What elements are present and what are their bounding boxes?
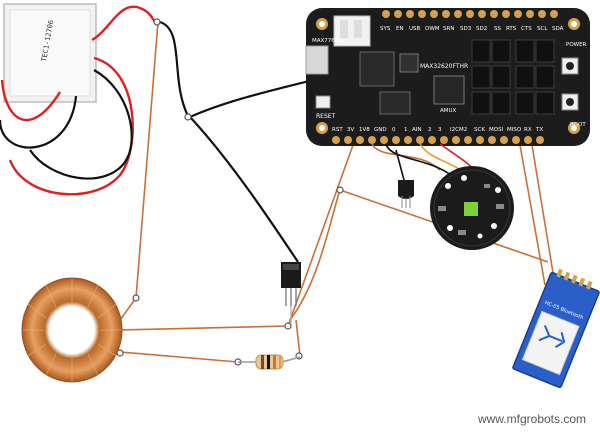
pin-label-usb: USB: [409, 26, 421, 32]
chip-label-max32620: MAX32620FTHR: [420, 63, 468, 70]
pin-label-cts: CTS: [521, 26, 532, 32]
pin-label-1: 1: [404, 127, 408, 133]
power-label: POWER: [566, 42, 587, 48]
peltier-red-wire: [0, 5, 156, 196]
temperature-sensor: [398, 180, 414, 208]
pin-label-owm: OWM: [425, 26, 440, 32]
pin-label-gnd: GND: [374, 127, 387, 133]
pin-label-ss: SS: [494, 26, 501, 32]
top-header-pins: [382, 10, 558, 18]
pin-label-3: 3: [438, 127, 442, 133]
pin-label-sda: SDA: [552, 26, 564, 32]
bottom-header-pins: [332, 136, 544, 144]
pin-label-0: 0: [392, 127, 396, 133]
pin-label-2: 2: [428, 127, 432, 133]
watermark: www.mfgrobots.com: [477, 412, 586, 426]
pin-label-miso: MISO: [507, 127, 522, 133]
pin-label-1v8: 1V8: [359, 127, 370, 133]
resistor: [238, 354, 301, 370]
pulse-sensor: [430, 166, 514, 250]
pin-label-sd3: SD3: [460, 26, 472, 32]
pin-label-en: EN: [396, 26, 404, 32]
pin-label-i2cm2: I2CM2: [450, 127, 467, 133]
amux-label: AMUX: [440, 108, 457, 114]
pin-label-sys: SYS: [380, 26, 391, 32]
boot-label: BOOT: [570, 122, 586, 128]
reset-label: RESET: [316, 113, 336, 120]
pin-label-ain: AIN: [412, 127, 422, 133]
board-connector-grid: [471, 39, 555, 115]
peltier-module: TEC1-12706: [3, 3, 97, 103]
pin-label-sd2: SD2: [476, 26, 487, 32]
pin-label-scl: SCL: [537, 26, 548, 32]
peltier-black-wire: [0, 20, 189, 180]
pin-label-rst: RST: [332, 127, 343, 133]
pin-label-mosi: MOSI: [489, 127, 504, 133]
pin-label-srn: SRN: [443, 26, 454, 32]
bluetooth-module: HC-05 Bluetooth: [512, 268, 600, 389]
board-bottom-labels: RST 3V 1V8 GND 0 1 AIN 2 3 I2CM2 SCK MOS…: [332, 127, 543, 133]
pin-label-sck: SCK: [474, 127, 485, 133]
pin-label-tx: TX: [535, 127, 543, 133]
pin-label-rx: RX: [524, 127, 532, 133]
pin-label-3v: 3V: [347, 127, 354, 133]
board-top-labels: SYS EN USB OWM SRN SD3 SD2 SS RTS CTS SC…: [380, 26, 564, 32]
toroid-coil: [21, 277, 123, 383]
chip-label-max77650: MAX77650: [312, 38, 342, 44]
feather-board: SYS EN USB OWM SRN SD3 SD2 SS RTS CTS SC…: [305, 8, 590, 146]
transistor: [281, 262, 301, 324]
pin-label-rts: RTS: [506, 26, 517, 32]
